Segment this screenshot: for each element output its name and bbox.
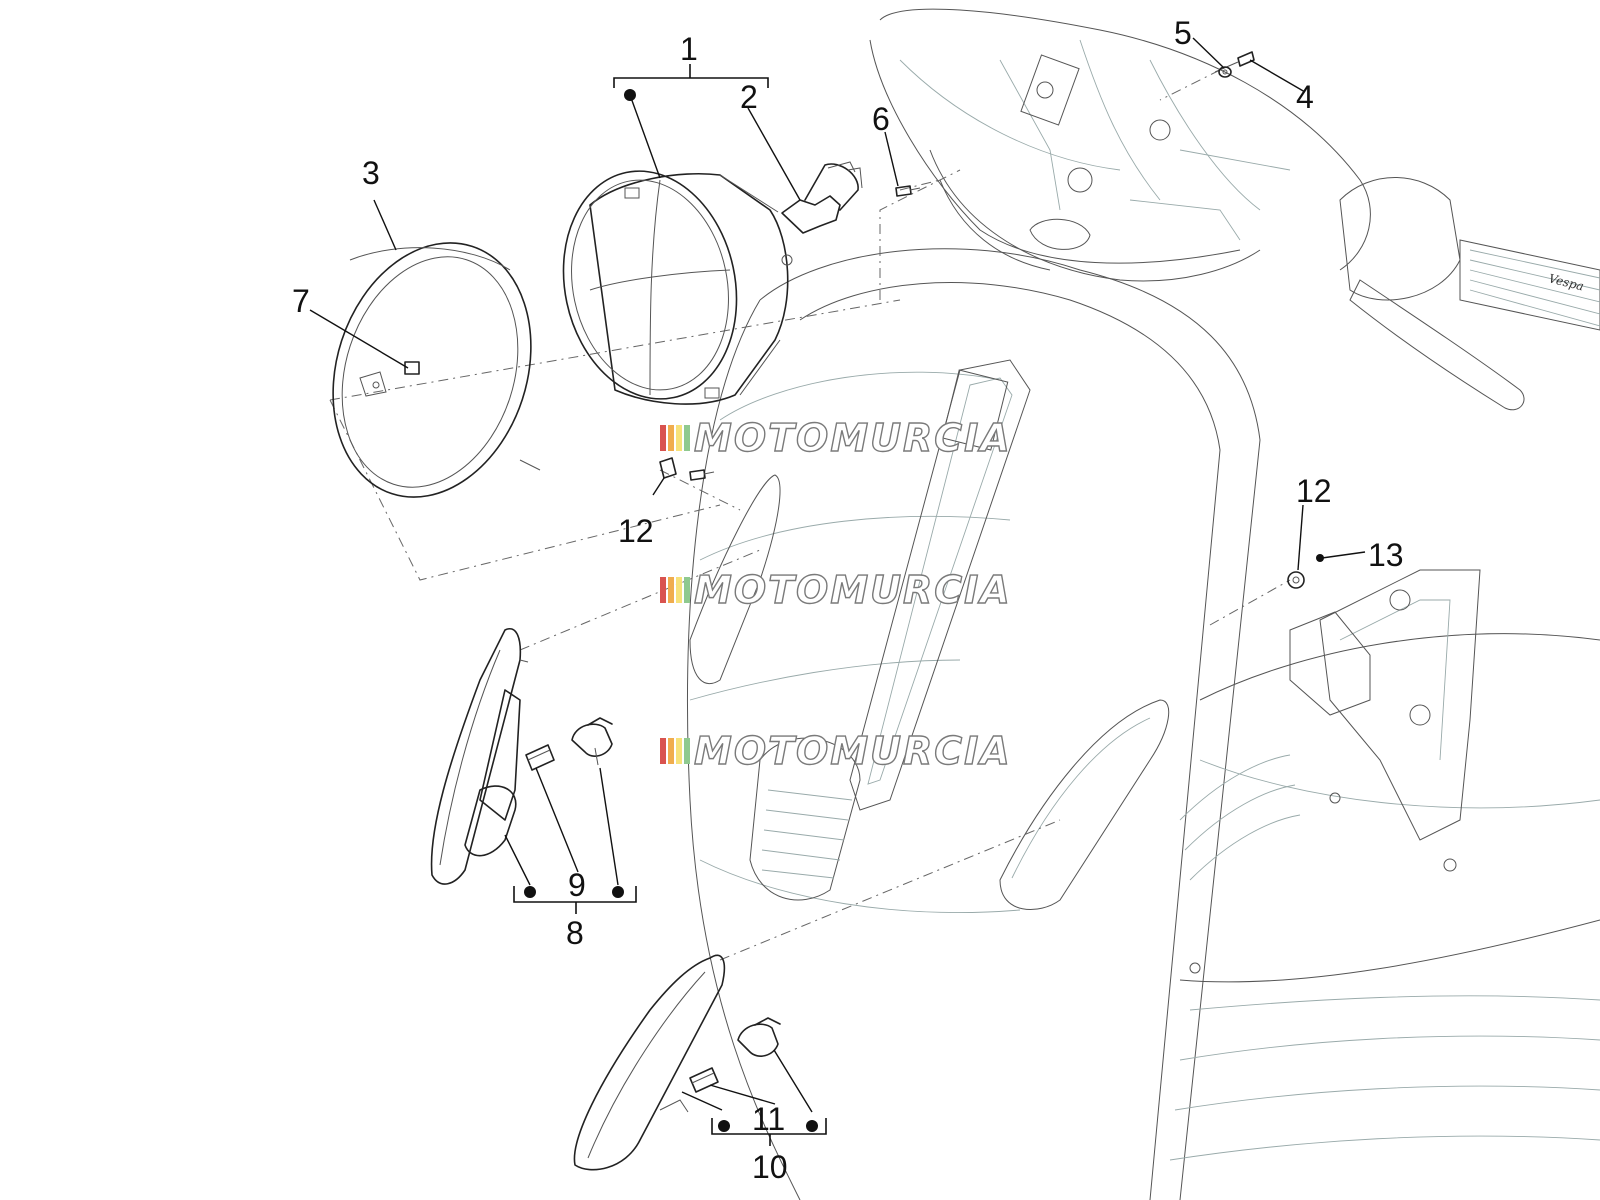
watermark-bottom: MOTOMURCIA [660, 728, 1012, 774]
assembly-lines [329, 69, 1291, 961]
wm-stripe [668, 577, 674, 603]
callout-13: 13 [1368, 537, 1404, 573]
watermark-middle: MOTOMURCIA [660, 567, 1012, 613]
callout-11: 11 [752, 1101, 785, 1137]
callout-9: 9 [568, 867, 586, 903]
callout-6: 6 [872, 101, 890, 137]
watermark-top: MOTOMURCIA [660, 415, 1012, 461]
callout-8: 8 [566, 915, 584, 951]
headlamp-screw [895, 185, 921, 197]
headlamp-rim [332, 242, 541, 498]
wm-stripe [668, 738, 674, 764]
left-indicator-socket [571, 717, 613, 766]
callout-5: 5 [1174, 15, 1192, 51]
mount-washer [1218, 66, 1232, 78]
callout-3: 3 [362, 155, 380, 191]
callout-12-right: 12 [1296, 473, 1332, 509]
handlebar-assembly: Vespa [869, 8, 1600, 411]
group-bracket-10 [711, 1118, 827, 1146]
callout-12-left: 12 [618, 513, 654, 549]
spring-nut-left [659, 457, 715, 481]
callout-1: 1 [680, 31, 698, 67]
scooter-body [687, 248, 1600, 1200]
wm-stripe [676, 425, 682, 451]
wm-stripe [684, 425, 690, 451]
wm-stripe [684, 738, 690, 764]
right-indicator-bulb [689, 1067, 719, 1093]
left-indicator [430, 628, 529, 885]
wm-stripe [668, 425, 674, 451]
callout-10: 10 [752, 1149, 788, 1185]
wm-stripe [684, 577, 690, 603]
callout-7: 7 [292, 283, 310, 319]
headlamp-bulb [781, 161, 863, 234]
wm-stripe [660, 577, 666, 603]
wm-stripe [660, 738, 666, 764]
rim-clip [359, 361, 420, 397]
callout-4: 4 [1296, 79, 1314, 115]
callout-2: 2 [740, 79, 758, 115]
right-indicator-socket [737, 1017, 781, 1057]
leader-lines [309, 37, 1366, 1113]
wm-stripe [660, 425, 666, 451]
callout-numbers: 1 2 3 4 5 6 7 8 9 10 11 12 12 13 [292, 15, 1404, 1185]
headlamp-unit [562, 170, 793, 405]
rivet [1316, 554, 1324, 562]
wm-stripe [676, 577, 682, 603]
right-indicator [573, 954, 726, 1171]
left-indicator-bulb [525, 744, 555, 771]
group-bracket-8 [513, 886, 637, 914]
watermark-text: MOTOMURCIA [694, 729, 1012, 773]
watermark-text: MOTOMURCIA [694, 416, 1012, 460]
spring-nut-right [1287, 571, 1305, 589]
group-bracket-1 [613, 64, 769, 101]
watermark-text: MOTOMURCIA [694, 568, 1012, 612]
wm-stripe [676, 738, 682, 764]
